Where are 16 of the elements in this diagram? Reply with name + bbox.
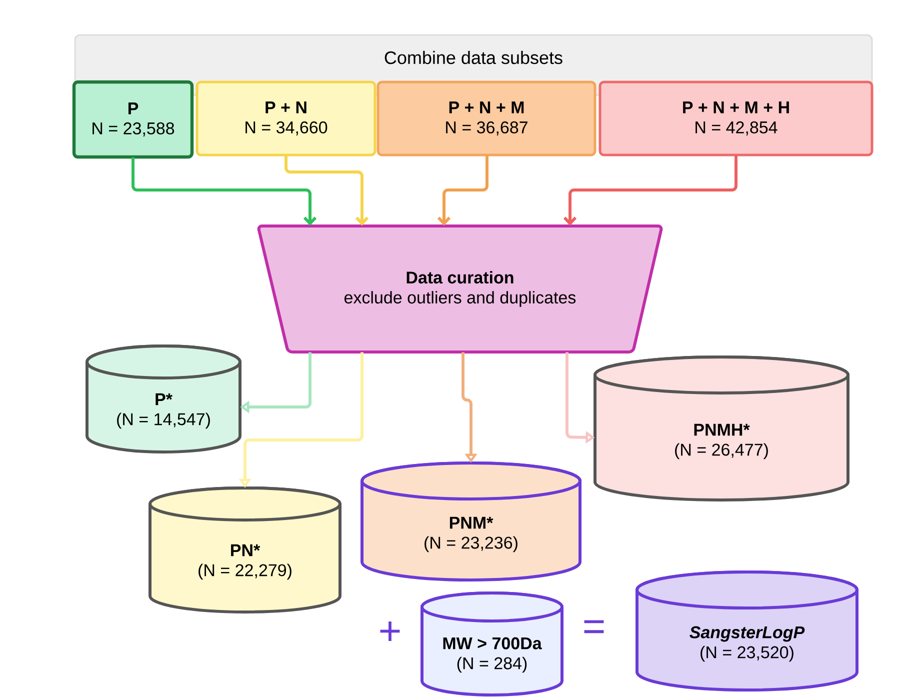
database-cylinder: PN* (N = 22,279) xyxy=(148,486,342,614)
dataset-box: P + N + M N = 36,687 xyxy=(376,80,596,156)
database-cylinder: SangsterLogP (N = 23,520) xyxy=(636,570,858,692)
operator-symbol: + xyxy=(380,621,400,642)
arrow xyxy=(437,155,488,226)
dataset-box: P + N N = 34,660 xyxy=(196,80,376,156)
operator-symbol: = xyxy=(584,620,604,634)
arrow xyxy=(563,155,738,226)
database-cylinder: P* (N = 14,547) xyxy=(86,344,242,454)
dataset-box: P N = 23,588 xyxy=(72,80,194,159)
database-cylinder: PNM* (N = 23,236) xyxy=(360,462,582,582)
arrow xyxy=(132,157,317,226)
curation-trapezoid: Data curation exclude outliers and duplicates xyxy=(257,224,663,354)
database-cylinder: PNMH* (N = 26,477) xyxy=(594,356,850,502)
database-cylinder: MW > 700Da (N = 284) xyxy=(420,592,564,696)
dataset-box: P + N + M + H N = 42,854 xyxy=(598,80,874,156)
